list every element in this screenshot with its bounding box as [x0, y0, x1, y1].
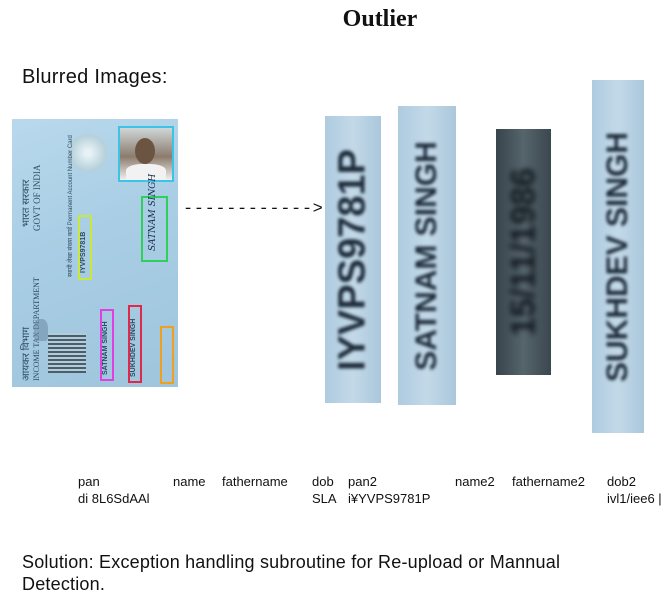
govt-english-text: GOVT OF INDIA [32, 164, 42, 231]
ocr-value-dob: SLA [312, 491, 337, 506]
page-title: Outlier [342, 6, 418, 32]
photo-body [126, 164, 166, 180]
pan-card-image: भारत सरकार GOVT OF INDIA आयकर विभाग INCO… [12, 119, 178, 387]
crop-father-name-text: SUKHDEV SINGH [601, 131, 634, 382]
name-box [100, 309, 114, 381]
signature-text: SATNAM SINGH [148, 173, 158, 251]
father-name-box [128, 305, 142, 383]
ocr-header-dob: dob [312, 474, 334, 489]
crop-dob-text: 15/11/1986 [504, 167, 542, 337]
name-text: SATNAM SINGH [102, 321, 109, 375]
ocr-header-pan: pan [78, 474, 100, 489]
pan-caption-text: स्थायी लेखा संख्या कार्ड Permanent Accou… [68, 135, 74, 277]
pan-number-text: IYVPS9781B [80, 231, 87, 273]
ocr-header-fathername2: fathername2 [512, 474, 585, 489]
crop-name: SATNAM SINGH [398, 106, 456, 405]
dob-box [160, 326, 174, 384]
pan-box [78, 215, 92, 280]
qr-code-icon [48, 333, 86, 373]
ocr-header-dob2: dob2 [607, 474, 636, 489]
father-name-text: SUKHDEV SINGH [130, 318, 137, 377]
ocr-header-fathername: fathername [222, 474, 288, 489]
ocr-value-pan: di 8L6SdAAl [78, 491, 150, 506]
ocr-value-pan2: i¥YVPS9781P [348, 491, 431, 506]
arrow: ------------> [183, 200, 324, 219]
solution-text: Solution: Exception handling subroutine … [22, 552, 561, 594]
ocr-value-dob2: ivl1/iee6 | [607, 491, 662, 506]
hologram [68, 131, 108, 175]
crop-name-text: SATNAM SINGH [410, 140, 443, 371]
crop-father-name: SUKHDEV SINGH [592, 80, 644, 433]
photo [120, 128, 172, 180]
ocr-header-name: name [173, 474, 206, 489]
photo-head [135, 138, 155, 164]
emblem-icon [34, 319, 48, 341]
ocr-header-name2: name2 [455, 474, 495, 489]
crop-pan-text: IYVPS9781P [331, 148, 374, 371]
section-label: Blurred Images: [22, 66, 168, 88]
crop-dob: 15/11/1986 [496, 129, 551, 375]
govt-hindi-text: भारत सरकार [21, 179, 32, 227]
dept-hindi-text: आयकर विभाग [21, 327, 32, 381]
crop-pan: IYVPS9781P [325, 116, 381, 403]
photo-box [118, 126, 174, 182]
ocr-header-pan2: pan2 [348, 474, 377, 489]
signature-box [141, 196, 168, 262]
